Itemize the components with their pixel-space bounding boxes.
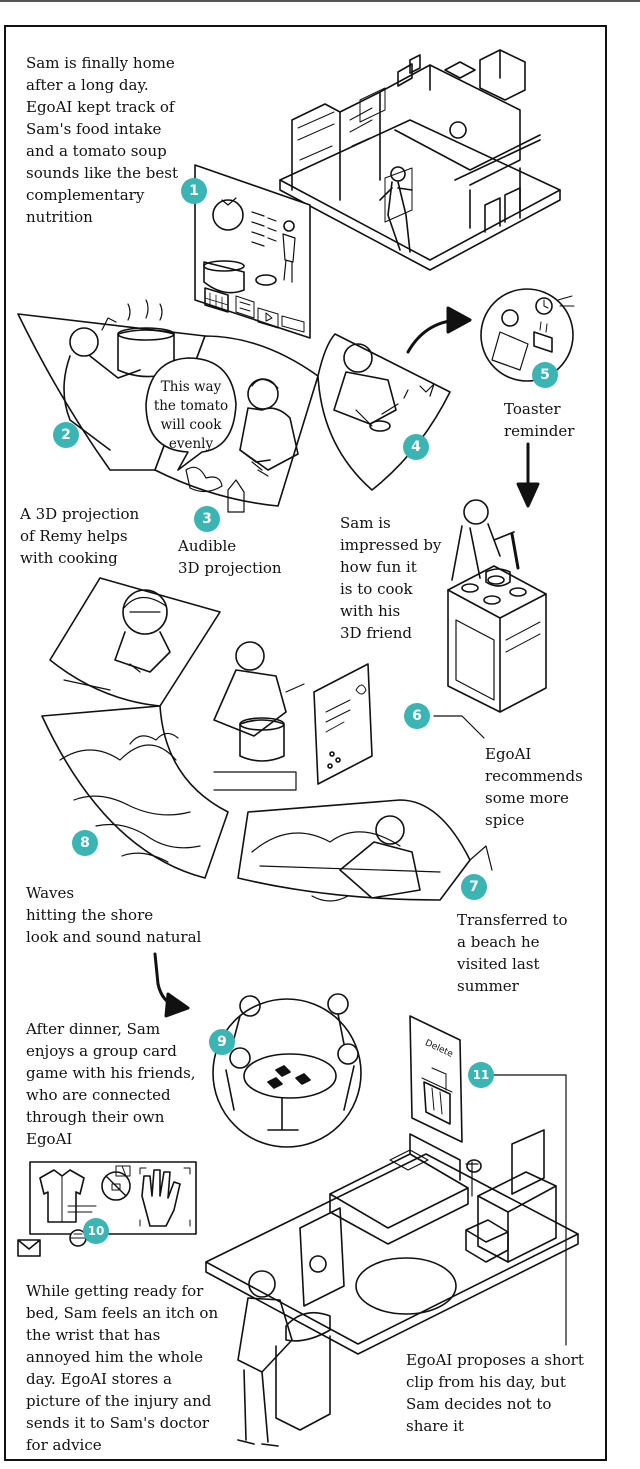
speech-bubble-shape <box>145 357 237 471</box>
badge-step-9: 9 <box>209 1029 235 1055</box>
caption-step-6: EgoAI recommends some more spice <box>485 745 583 829</box>
delete-card <box>409 1015 463 1143</box>
arrow-to-game <box>153 952 190 1018</box>
caption-step-1: Sam is finally home after a long day. Eg… <box>26 54 178 226</box>
bedroom-scene <box>205 1129 579 1447</box>
caption-step-5: Toaster reminder <box>504 400 575 440</box>
caption-step-10: While getting ready for bed, Sam feels a… <box>26 1282 219 1454</box>
envelope-icon <box>17 1239 41 1257</box>
itch-panel <box>17 1161 197 1257</box>
caption-step-2: A 3D projection of Remy helps with cooki… <box>20 505 140 567</box>
badge-step-11: 11 <box>468 1062 494 1088</box>
badge-step-8: 8 <box>72 830 98 856</box>
card-game-scene <box>212 993 362 1148</box>
shirt-icon <box>39 1169 85 1223</box>
connector-6 <box>433 715 485 739</box>
arrow-down <box>516 442 540 508</box>
body-icon <box>282 220 296 283</box>
nutrition-panel <box>194 164 311 339</box>
speech-bubble-text: This way the tomato will cook evenly <box>153 379 229 452</box>
badge-step-5: 5 <box>532 362 558 388</box>
top-rule <box>0 0 640 2</box>
caption-step-8: Waves hitting the shore look and sound n… <box>26 884 202 946</box>
toaster-icon <box>533 321 553 353</box>
arrow-to-toaster <box>406 306 472 354</box>
badge-step-6: 6 <box>404 703 430 729</box>
badge-step-1: 1 <box>181 178 207 204</box>
caption-step-4: Sam is impressed by how fun it is to coo… <box>340 514 442 642</box>
badge-step-10: 10 <box>83 1218 109 1244</box>
stove-scene <box>447 499 547 713</box>
hand-icon <box>141 1169 181 1227</box>
badge-step-3: 3 <box>194 506 220 532</box>
storyboard-frame <box>4 25 607 1461</box>
pot-icon <box>203 260 245 294</box>
connector-11 <box>493 1074 567 1346</box>
tomato-icon <box>212 197 244 231</box>
kitchen-scene <box>279 49 561 271</box>
calendar-icon <box>204 287 229 313</box>
trash-icon <box>421 1067 453 1125</box>
badge-step-2: 2 <box>53 422 79 448</box>
caption-step-3: Audible 3D projection <box>178 537 282 577</box>
toaster-reminder <box>480 288 575 382</box>
spice-and-beach-panels <box>41 577 493 902</box>
caption-step-11: EgoAI proposes a short clip from his day… <box>406 1351 584 1435</box>
clock-icon <box>535 297 553 315</box>
caption-step-7: Transferred to a beach he visited last s… <box>457 911 568 995</box>
badge-step-7: 7 <box>461 874 487 900</box>
badge-step-4: 4 <box>403 434 429 460</box>
caption-step-9: After dinner, Sam enjoys a group card ga… <box>26 1020 196 1148</box>
